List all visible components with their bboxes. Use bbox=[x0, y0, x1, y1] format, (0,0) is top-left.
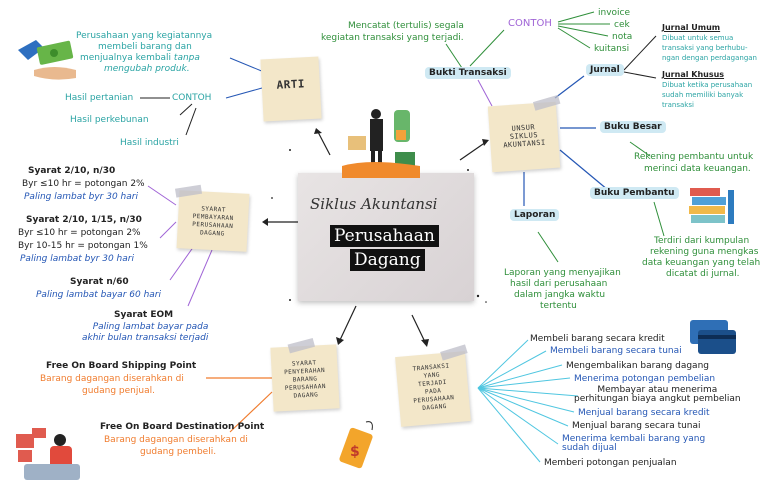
fob-destination-desc-1: Barang dagangan diserahkan di bbox=[104, 435, 248, 445]
svg-text:$: $ bbox=[350, 444, 360, 460]
price-tag-icon: $ bbox=[334, 420, 380, 472]
term-1-title: Syarat 2/10, n/30 bbox=[28, 166, 116, 176]
delivery-person-illustration bbox=[14, 420, 84, 482]
fob-destination-title: Free On Board Destination Point bbox=[100, 422, 265, 432]
laporan-desc-1: Laporan yang menyajikan bbox=[504, 268, 621, 278]
bukti-example-cek: cek bbox=[614, 20, 630, 30]
jurnal-khusus-desc-3: transaksi bbox=[662, 101, 694, 109]
transaksi-item-5: Membayar atau menerima perhitungan biaya… bbox=[574, 385, 741, 404]
arti-definition-4: mengubah produk. bbox=[104, 64, 190, 74]
fob-shipping-desc-1: Barang dagangan diserahkan di bbox=[40, 374, 184, 384]
buku-pembantu-desc-4: dicatat di jurnal. bbox=[666, 269, 740, 279]
jurnal-khusus-desc-1: Dibuat ketika perusahaan bbox=[662, 81, 753, 89]
bukti-example-invoice: invoice bbox=[598, 8, 631, 18]
term-1-line-1: Byr ≤10 hr = potongan 2% bbox=[22, 179, 145, 189]
laporan-desc-3: dalam jangka waktu bbox=[514, 290, 606, 300]
transaksi-note: TRANSAKSI YANG TERJADI PADA PERUSAHAAN D… bbox=[395, 344, 471, 427]
arti-definition-1: Perusahaan yang kegiatannya bbox=[76, 31, 213, 41]
unsur-label: UNSUR SIKLUS AKUNTANSI bbox=[503, 123, 546, 150]
jurnal-khusus-desc-2: sudah memiliki banyak bbox=[662, 91, 744, 99]
center-title-line-2: Dagang bbox=[350, 249, 425, 271]
term-2-line-1: Byr ≤10 hr = potongan 2% bbox=[18, 228, 141, 238]
term-2-italic: Paling lambat byr 30 hari bbox=[20, 254, 134, 264]
syarat-pembayaran-label: SYARAT PEMBAYARAN PERUSAHAAN DAGANG bbox=[192, 205, 234, 238]
transaksi-item-1: Membeli barang secara kredit bbox=[530, 334, 665, 344]
term-3-title: Syarat n/60 bbox=[70, 277, 129, 287]
arti-note: ARTI bbox=[260, 56, 322, 122]
center-script-title: Siklus Akuntansi bbox=[310, 195, 438, 213]
syarat-penyerahan-note: SYARAT PENYERAHAN BARANG PERUSAHAAN DAGA… bbox=[270, 337, 340, 412]
syarat-pembayaran-note: SYARAT PEMBAYARAN PERUSAHAAN DAGANG bbox=[174, 184, 250, 252]
jurnal-khusus-title: Jurnal Khusus bbox=[662, 70, 725, 79]
arti-definition-italic: tanpa bbox=[173, 53, 200, 63]
laporan-pill: Laporan bbox=[510, 209, 560, 221]
arti-definition-2: membeli barang dan bbox=[98, 42, 192, 52]
term-3-italic: Paling lambat bayar 60 hari bbox=[36, 290, 161, 300]
books-icon bbox=[688, 186, 738, 230]
jurnal-umum-desc-2: transaksi yang berhubu- bbox=[662, 44, 748, 52]
bukti-contoh-label: CONTOH bbox=[508, 18, 552, 29]
transaksi-item-6: Menjual barang secara kredit bbox=[578, 408, 710, 418]
bukti-desc-2: kegiatan transaksi yang terjadi. bbox=[321, 33, 464, 43]
buku-besar-desc-1: Rekening pembantu untuk bbox=[634, 152, 754, 162]
buku-pembantu-desc-1: Terdiri dari kumpulan bbox=[654, 236, 750, 246]
transaksi-item-7: Menjual barang secara tunai bbox=[572, 421, 701, 431]
transaksi-item-2: Membeli barang secara tunai bbox=[550, 346, 682, 356]
buku-besar-pill: Buku Besar bbox=[600, 121, 666, 133]
businessman-illustration bbox=[340, 100, 425, 178]
arti-contoh-label: CONTOH bbox=[172, 93, 212, 103]
buku-besar-desc-2: merinci data keuangan. bbox=[644, 164, 751, 174]
bukti-example-kuitansi: kuitansi bbox=[594, 44, 630, 54]
unsur-note: UNSUR SIKLUS AKUNTANSI bbox=[487, 94, 561, 173]
center-card: Siklus Akuntansi Perusahaan Dagang bbox=[298, 173, 474, 301]
transaksi-item-9: Memberi potongan penjualan bbox=[544, 458, 677, 468]
term-4-italic: Paling lambat bayar pada akhir bulan tra… bbox=[82, 322, 209, 343]
buku-pembantu-pill: Buku Pembantu bbox=[590, 187, 679, 199]
arti-definition-3: menjualnya kembali tanpa bbox=[80, 53, 200, 64]
jurnal-pill: Jurnal bbox=[586, 64, 624, 76]
buku-pembantu-desc-2: rekening guna mengkas bbox=[650, 247, 759, 257]
transaksi-label: TRANSAKSI YANG TERJADI PADA PERUSAHAAN D… bbox=[412, 362, 455, 412]
transaksi-item-3: Mengembalikan barang dagang bbox=[566, 361, 709, 371]
arti-example-2: Hasil perkebunan bbox=[70, 115, 149, 125]
term-4-title: Syarat EOM bbox=[114, 310, 174, 320]
money-hand-icon bbox=[14, 30, 78, 84]
buku-pembantu-desc-3: data keuangan yang telah bbox=[642, 258, 761, 268]
bukti-desc-1: Mencatat (tertulis) segala bbox=[348, 21, 464, 31]
fob-destination-desc-2: gudang pembeli. bbox=[140, 447, 217, 457]
term-2-title: Syarat 2/10, 1/15, n/30 bbox=[26, 215, 142, 225]
laporan-desc-4: tertentu bbox=[540, 301, 577, 311]
syarat-penyerahan-label: SYARAT PENYERAHAN BARANG PERUSAHAAN DAGA… bbox=[283, 359, 327, 400]
arti-example-1: Hasil pertanian bbox=[65, 93, 134, 103]
center-title-line-1: Perusahaan bbox=[330, 225, 439, 247]
jurnal-umum-title: Jurnal Umum bbox=[662, 23, 721, 32]
laporan-desc-2: hasil dari perusahaan bbox=[510, 279, 608, 289]
arti-example-3: Hasil industri bbox=[120, 138, 179, 148]
arti-label: ARTI bbox=[276, 77, 306, 92]
bukti-transaksi-pill: Bukti Transaksi bbox=[425, 67, 511, 79]
term-2-line-2: Byr 10-15 hr = potongan 1% bbox=[18, 241, 148, 251]
term-1-italic: Paling lambat byr 30 hari bbox=[24, 192, 138, 202]
transaksi-item-4: Menerima potongan pembelian bbox=[574, 374, 716, 384]
fob-shipping-desc-2: gudang penjual. bbox=[82, 386, 155, 396]
fob-shipping-title: Free On Board Shipping Point bbox=[46, 361, 197, 371]
jurnal-umum-desc-1: Dibuat untuk semua bbox=[662, 34, 734, 42]
bukti-example-nota: nota bbox=[612, 32, 633, 42]
jurnal-umum-desc-3: ngan dengan perdagangan bbox=[662, 54, 757, 62]
credit-cards-icon bbox=[688, 318, 738, 356]
arti-definition-3-text: menjualnya kembali bbox=[80, 53, 174, 63]
transaksi-item-8: Menerima kembali barang yang sudah dijua… bbox=[562, 434, 706, 453]
